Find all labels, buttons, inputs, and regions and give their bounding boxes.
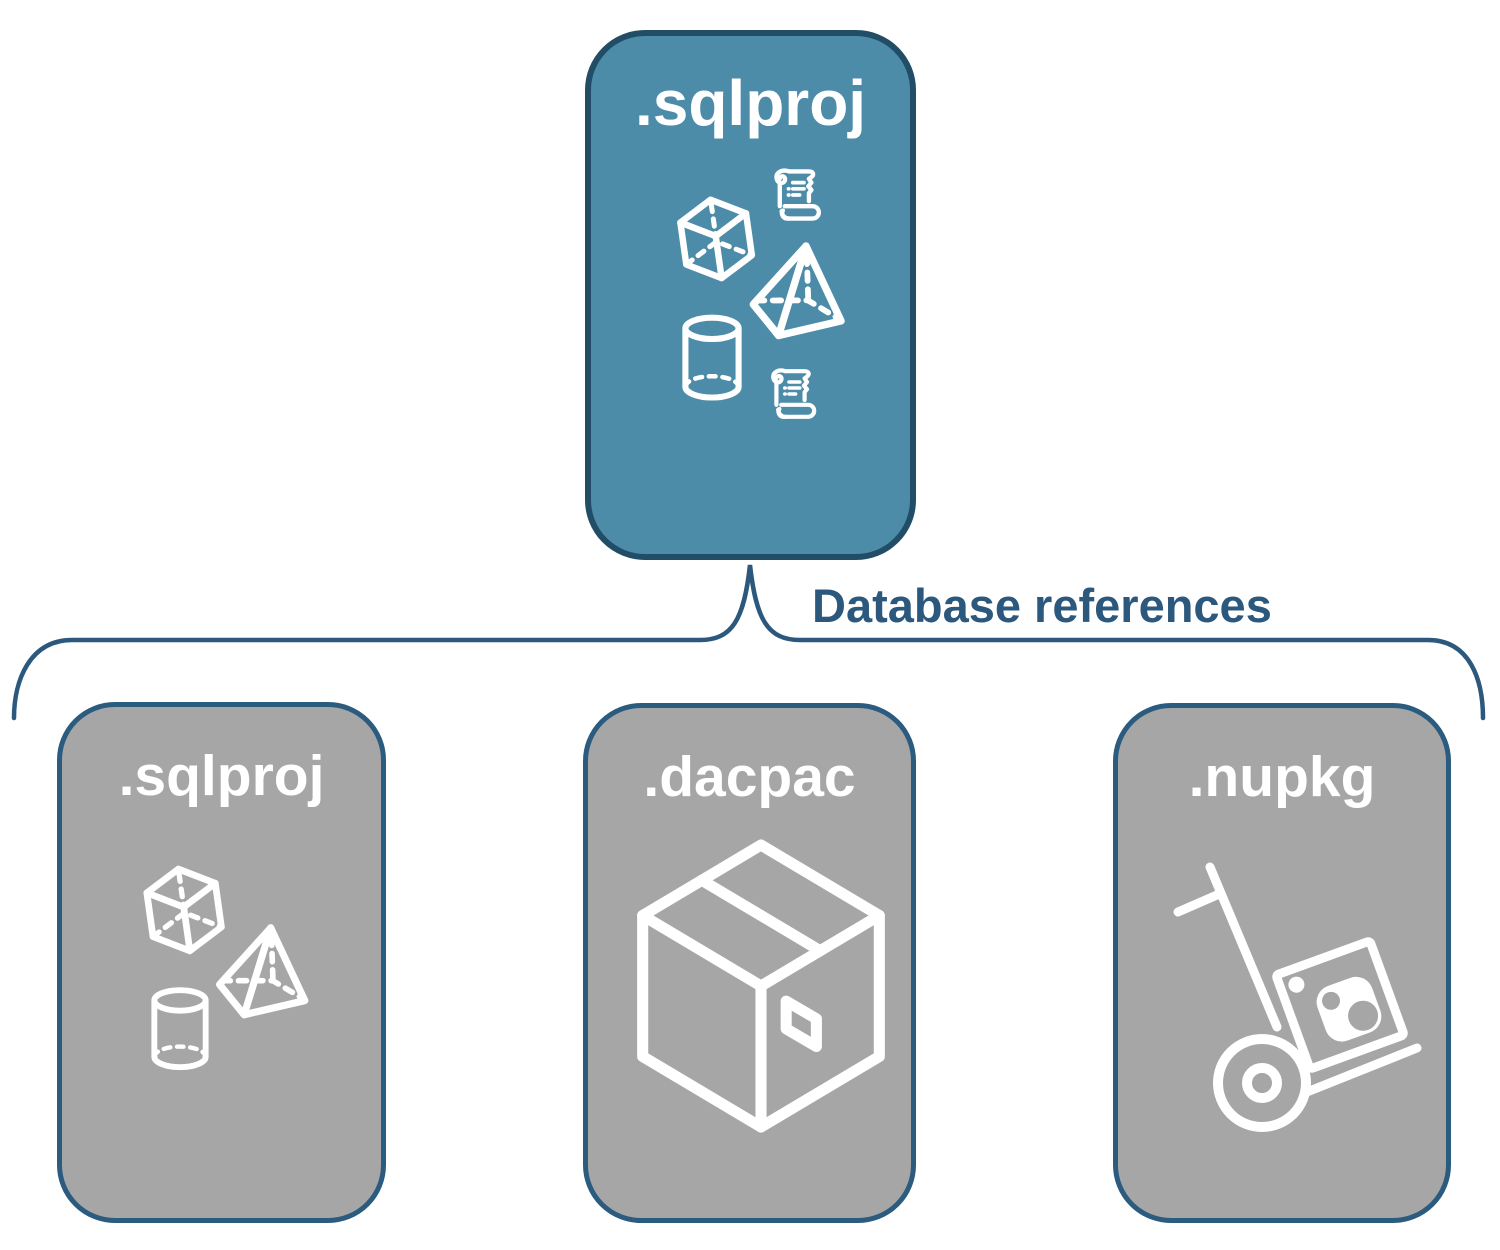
node-title: .sqlproj bbox=[634, 67, 867, 139]
nuget-handtruck-icon bbox=[1155, 855, 1455, 1155]
brace-connector bbox=[11, 564, 1486, 721]
node-dacpac-reference: .dacpac bbox=[583, 703, 916, 1223]
scroll-icon bbox=[764, 364, 826, 424]
node-sqlproj-reference: .sqlproj bbox=[57, 702, 386, 1223]
scroll-icon bbox=[768, 164, 830, 226]
node-title: .nupkg bbox=[1188, 745, 1376, 809]
cylinder-icon bbox=[143, 985, 217, 1073]
node-nupkg-reference: .nupkg bbox=[1113, 703, 1451, 1223]
node-title: .dacpac bbox=[643, 745, 856, 809]
cylinder-icon bbox=[674, 312, 750, 404]
package-box-icon bbox=[635, 839, 887, 1133]
pyramid-icon bbox=[740, 239, 855, 344]
node-title: .sqlproj bbox=[118, 744, 325, 808]
pyramid-icon bbox=[205, 921, 320, 1023]
connector-label: Database references bbox=[812, 579, 1272, 632]
node-sqlproj-parent: .sqlproj bbox=[585, 30, 916, 560]
cube-icon bbox=[136, 861, 232, 957]
cube-icon bbox=[670, 192, 762, 284]
